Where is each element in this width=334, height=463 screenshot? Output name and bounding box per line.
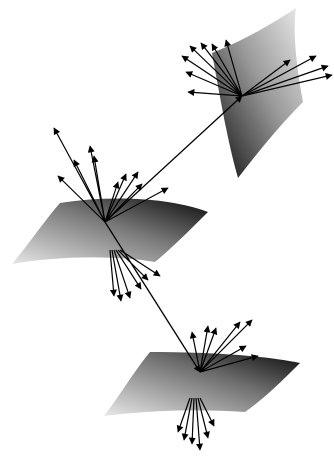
top-right-patch	[212, 8, 303, 178]
